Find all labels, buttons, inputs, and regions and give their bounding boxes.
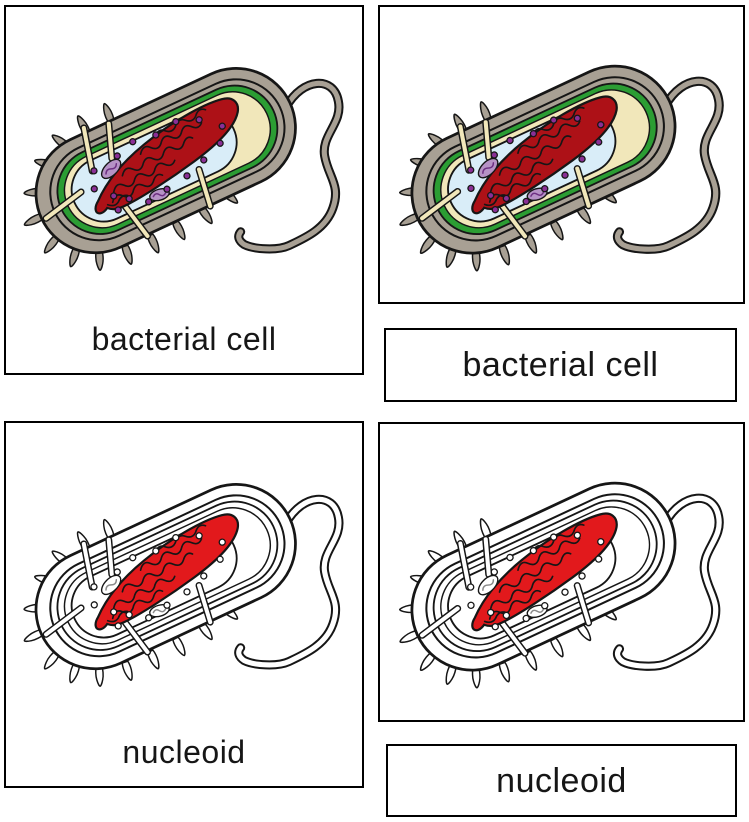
bacterial-cell-colored-illustration — [10, 19, 358, 293]
nucleoid-card-with-label: nucleoid — [4, 421, 364, 788]
nucleoid-label-card: nucleoid — [386, 744, 737, 817]
label-card-text: nucleoid — [496, 761, 627, 800]
bacterial-cell-label-card: bacterial cell — [384, 328, 737, 402]
bacterial-cell-outline-nucleoid-illustration — [10, 435, 358, 709]
bacterial-cell-card-with-label: bacterial cell — [4, 5, 364, 375]
label-card-text: bacterial cell — [462, 346, 659, 384]
bacterial-cell-colored-illustration — [386, 16, 738, 294]
card-label: bacterial cell — [91, 321, 277, 357]
bacterial-cell-outline-nucleoid-illustration — [386, 433, 738, 711]
bacterial-cell-picture-card — [378, 5, 745, 304]
nucleoid-picture-card — [378, 422, 745, 722]
card-label: nucleoid — [122, 734, 246, 770]
